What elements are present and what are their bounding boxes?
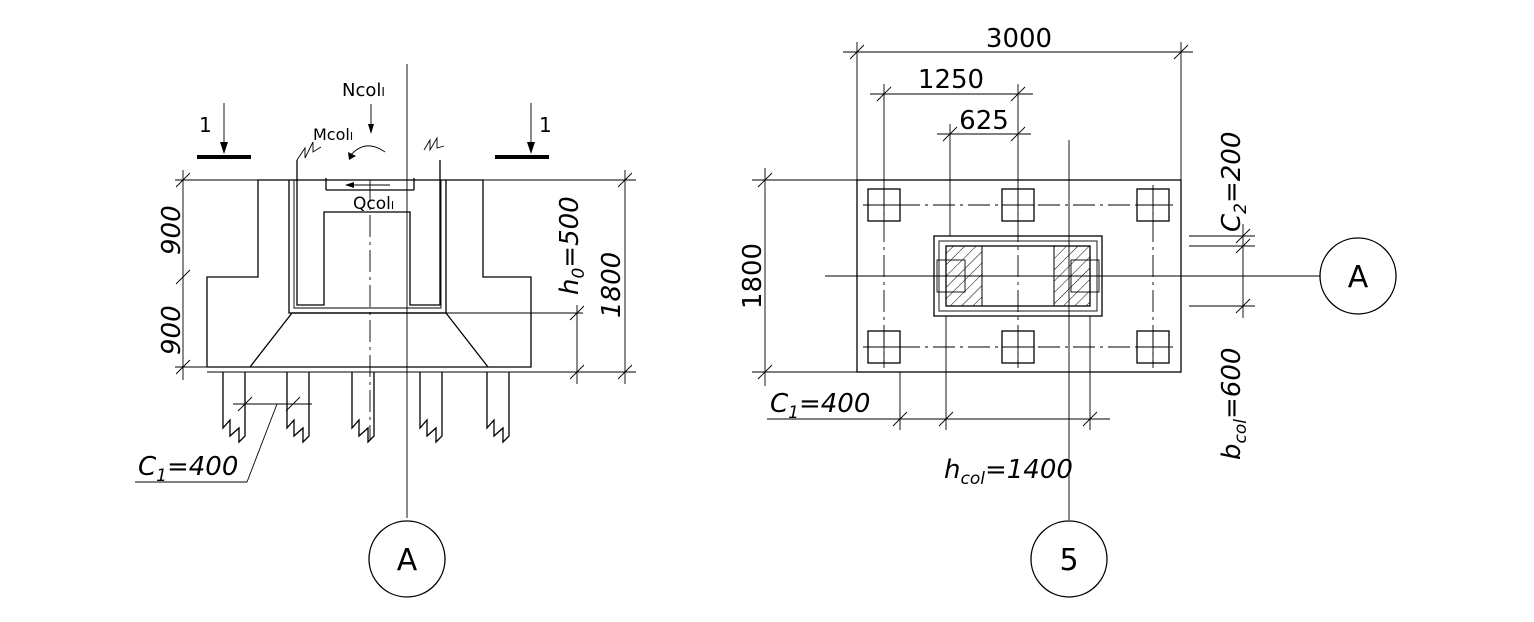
dim-c1-plan: C1=400 [770, 389, 870, 423]
section-cut-mark-left: 1 [197, 103, 251, 159]
cut-mark-label-right: 1 [539, 113, 552, 137]
dim-bcol: bcol=600 [1217, 348, 1251, 460]
load-m-label: McolI [313, 125, 353, 144]
dim-c2: C2=200 [1217, 132, 1251, 232]
load-q-label: QcolI [353, 194, 394, 214]
moment-arrow [349, 145, 386, 157]
section-view: 1 1 [135, 64, 636, 598]
dim-3000: 3000 [986, 24, 1052, 54]
column-in-socket [296, 160, 441, 306]
dim-1800-plan: 1800 [738, 243, 768, 309]
axis-bubble-5 [1030, 520, 1108, 598]
piles [222, 372, 510, 444]
dim-1800-section: 1800 [597, 252, 627, 318]
cut-mark-label-left: 1 [199, 113, 212, 137]
dim-900-bottom: 900 [157, 305, 187, 355]
dim-hcol: hcol=1400 [944, 455, 1073, 489]
axis-bubble-a-plan [1319, 237, 1397, 315]
axis-label-a-plan: A [1348, 260, 1369, 295]
dim-c1-section: C1=400 [138, 452, 238, 486]
dim-h0: h0=500 [555, 196, 589, 295]
pedestal-slope [249, 312, 489, 368]
dim-625: 625 [959, 106, 1009, 136]
axis-label-5: 5 [1059, 543, 1078, 578]
load-n-label: NcolI [342, 80, 385, 101]
dim-900-top: 900 [157, 205, 187, 255]
plan-view: 3000 1250 625 1800 C2=200 bcol=600 [738, 24, 1397, 598]
section-cut-mark-right: 1 [495, 103, 552, 159]
axis-bubble-a-section [368, 520, 446, 598]
axis-label-a-section: A [397, 543, 418, 578]
dim-1250: 1250 [918, 65, 984, 95]
